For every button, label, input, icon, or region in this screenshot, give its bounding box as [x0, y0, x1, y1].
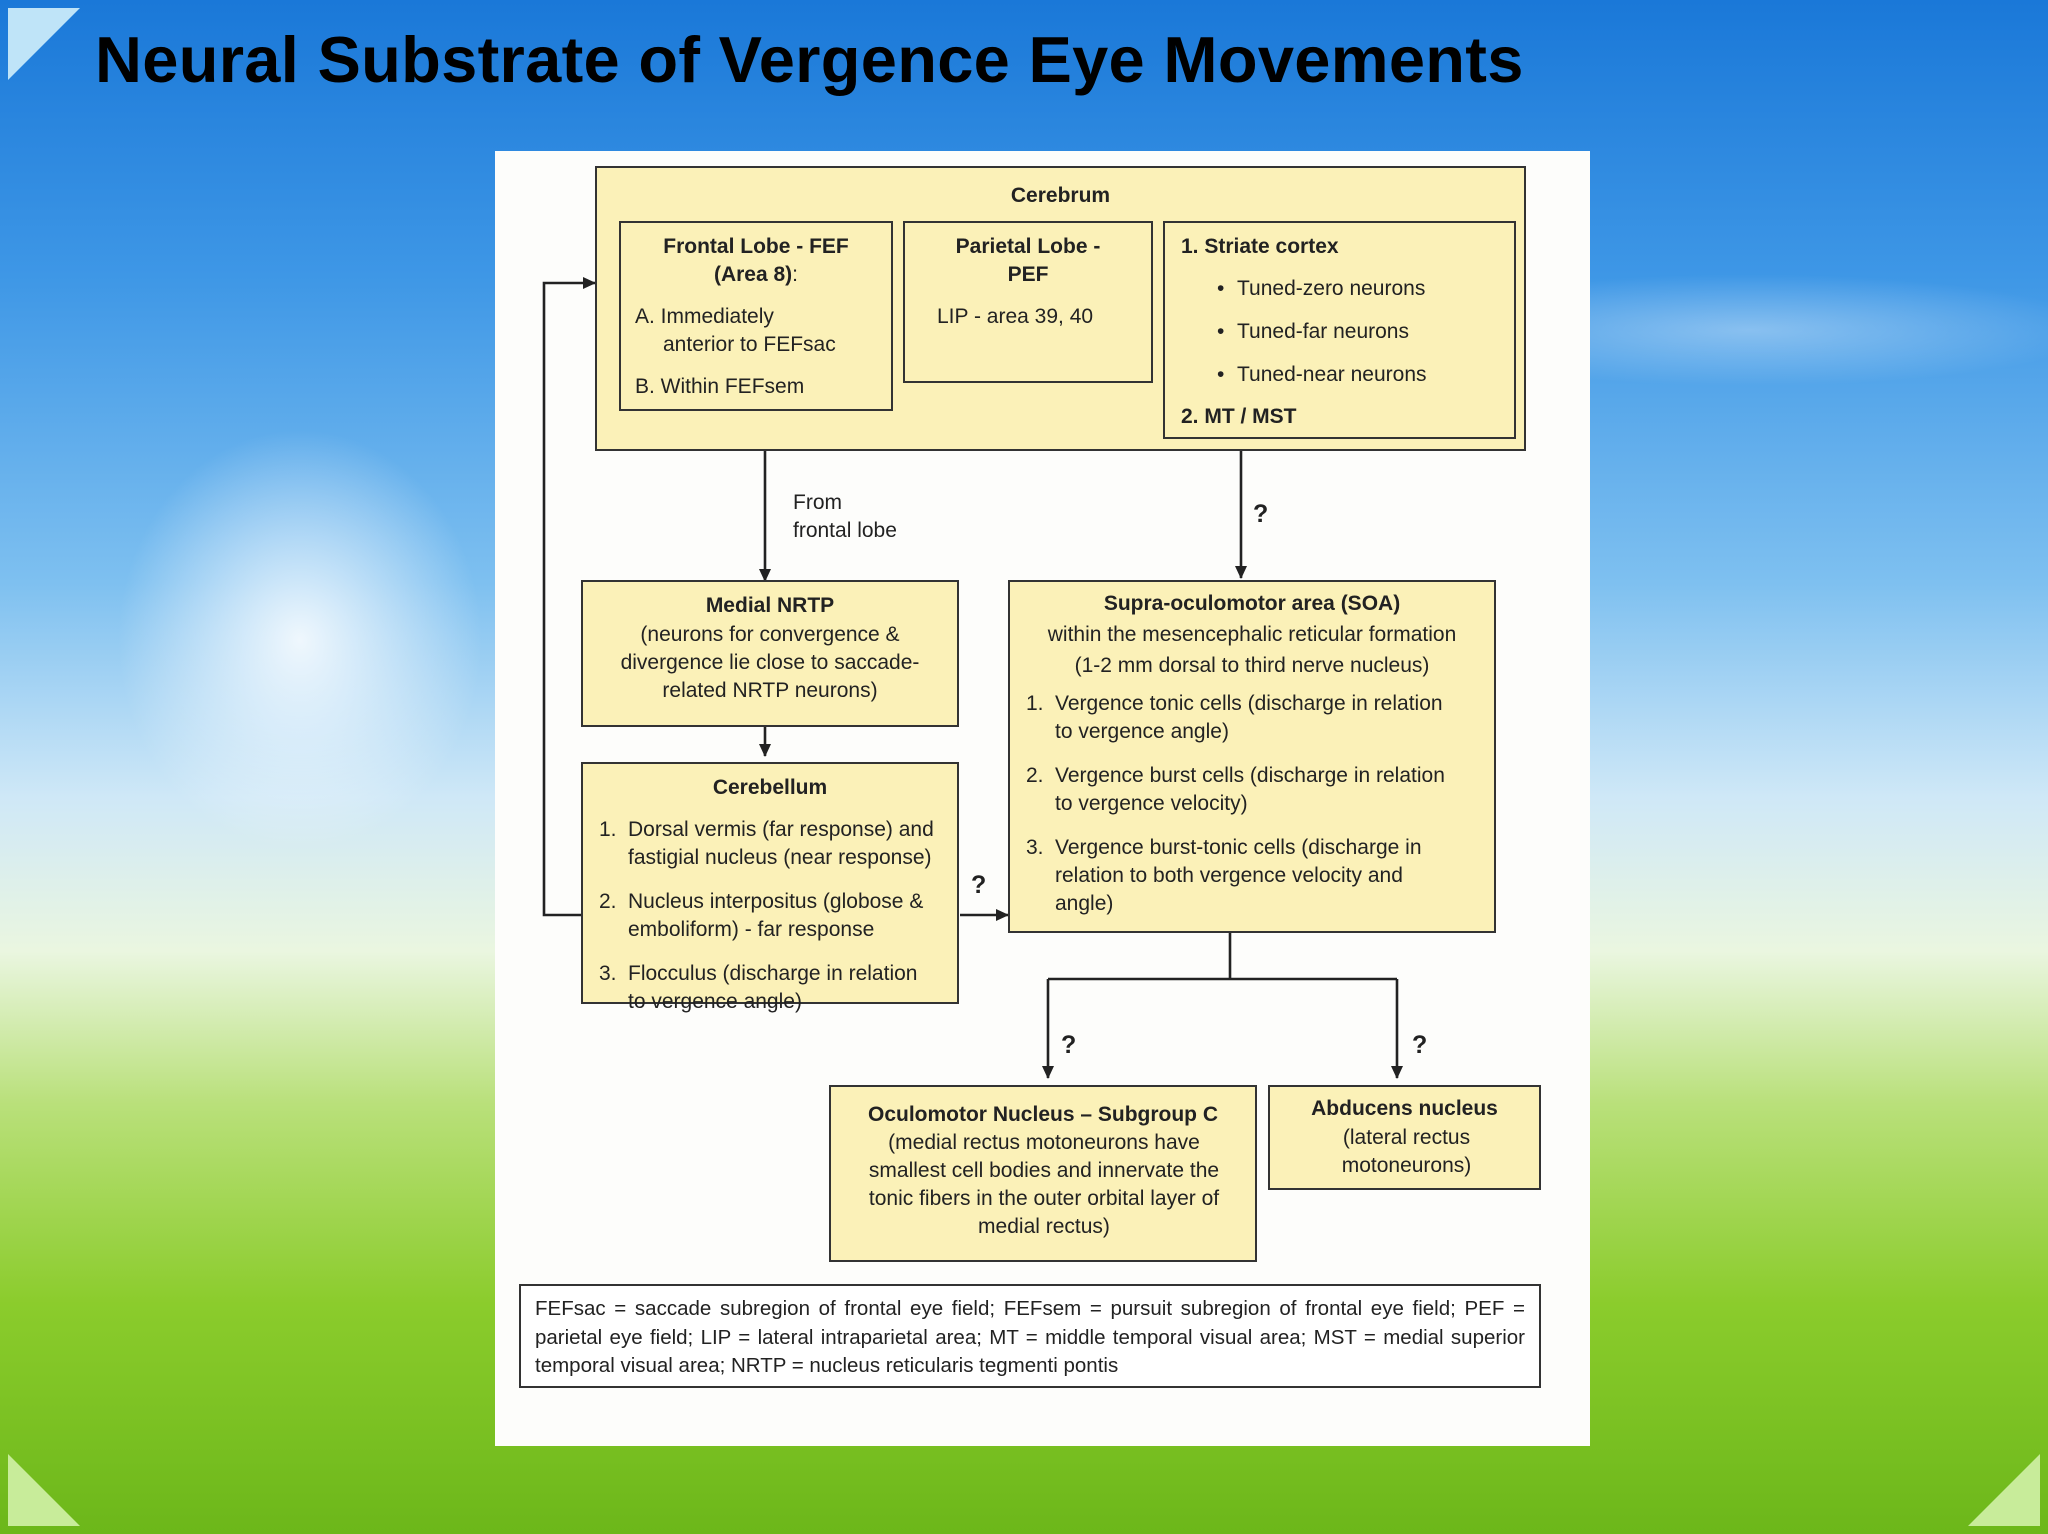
question-mark-soa-oculomotor: ? — [1061, 1031, 1077, 1059]
oculomotor-title: Oculomotor Nucleus – Subgroup C — [867, 1103, 1219, 1126]
soa-item: 2.Vergence burst cells (discharge in rel… — [1026, 764, 1445, 815]
frontal-item-b: B. Within FEFsem — [635, 375, 805, 398]
parietal-lip: LIP - area 39, 40 — [937, 305, 1094, 328]
soa-subtitle-2: (1-2 mm dorsal to third nerve nucleus) — [1074, 654, 1430, 677]
corner-triangle-bottom-right — [1968, 1454, 2040, 1526]
nrtp-title: Medial NRTP — [705, 594, 835, 617]
diagram-panel: Cerebrum Frontal Lobe - FEF (Area 8): A.… — [495, 151, 1590, 1446]
neuron-tuned-near: Tuned-near neurons — [1217, 361, 1507, 389]
parietal-lobe-pef: PEF — [1007, 263, 1049, 286]
corner-triangle-top-left — [8, 8, 80, 80]
striate-cortex-title: 1. Striate cortex — [1181, 235, 1339, 258]
cerebellum-item: 2.Nucleus interpositus (globose & emboli… — [599, 890, 924, 941]
striate-cortex-box: 1. Striate cortex Tuned-zero neurons Tun… — [1163, 221, 1516, 439]
neuron-tuned-zero: Tuned-zero neurons — [1217, 275, 1507, 303]
nrtp-body: (neurons for convergence & divergence li… — [620, 623, 920, 702]
abducens-body: (lateral rectus motoneurons) — [1341, 1126, 1472, 1177]
cerebrum-title: Cerebrum — [1010, 184, 1111, 207]
soa-title: Supra-oculomotor area (SOA) — [1103, 592, 1401, 615]
slide-title: Neural Substrate of Vergence Eye Movemen… — [95, 23, 1524, 96]
medial-nrtp-box: Medial NRTP (neurons for convergence & d… — [581, 580, 959, 727]
from-frontal-label-line2: frontal lobe — [793, 519, 897, 542]
soa-subtitle-1: within the mesencephalic reticular forma… — [1047, 623, 1457, 646]
arrow-cerebellum-feedback — [542, 277, 596, 917]
soa-box: Supra-oculomotor area (SOA) within the m… — [1008, 580, 1496, 933]
cerebrum-box: Cerebrum Frontal Lobe - FEF (Area 8): A.… — [595, 166, 1526, 451]
diagram-connectors — [542, 277, 1403, 1079]
parietal-lobe-box: Parietal Lobe - PEF LIP - area 39, 40 — [903, 221, 1153, 383]
abducens-nucleus-box: Abducens nucleus (lateral rectus motoneu… — [1268, 1085, 1541, 1190]
striate-neuron-list: Tuned-zero neurons Tuned-far neurons Tun… — [1217, 275, 1507, 404]
corner-triangle-bottom-left — [8, 1454, 80, 1526]
from-frontal-label-line1: From — [793, 491, 842, 514]
parietal-lobe-title: Parietal Lobe - — [955, 235, 1101, 258]
cerebellum-item: 3.Flocculus (discharge in relation to ve… — [599, 962, 918, 1013]
neuron-tuned-far: Tuned-far neurons — [1217, 318, 1507, 346]
cerebellum-item: 1.Dorsal vermis (far response) and fasti… — [599, 818, 934, 869]
frontal-item-a: A. Immediately — [635, 305, 774, 328]
abducens-title: Abducens nucleus — [1311, 1097, 1498, 1120]
question-mark-cerebrum-soa: ? — [1253, 500, 1269, 528]
frontal-lobe-box: Frontal Lobe - FEF (Area 8): A. Immediat… — [619, 221, 893, 411]
cerebellum-title: Cerebellum — [712, 776, 828, 799]
oculomotor-nucleus-box: Oculomotor Nucleus – Subgroup C (medial … — [829, 1085, 1257, 1262]
cerebellum-box: Cerebellum 1.Dorsal vermis (far response… — [581, 762, 959, 1013]
frontal-lobe-area: (Area 8) — [713, 263, 793, 286]
oculomotor-body: (medial rectus motoneurons have smallest… — [868, 1131, 1220, 1238]
soa-item: 3.Vergence burst-tonic cells (discharge … — [1026, 836, 1422, 915]
mt-mst-label: 2. MT / MST — [1181, 405, 1297, 428]
question-mark-cerebellum-soa: ? — [971, 871, 987, 899]
abbreviation-footnote: FEFsac = saccade subregion of frontal ey… — [519, 1284, 1541, 1388]
frontal-item-a-cont: anterior to FEFsac — [663, 333, 836, 356]
frontal-lobe-title: Frontal Lobe - FEF — [663, 235, 849, 258]
question-mark-soa-abducens: ? — [1412, 1031, 1428, 1059]
frontal-lobe-colon: : — [792, 263, 799, 286]
soa-item: 1.Vergence tonic cells (discharge in rel… — [1026, 692, 1443, 743]
